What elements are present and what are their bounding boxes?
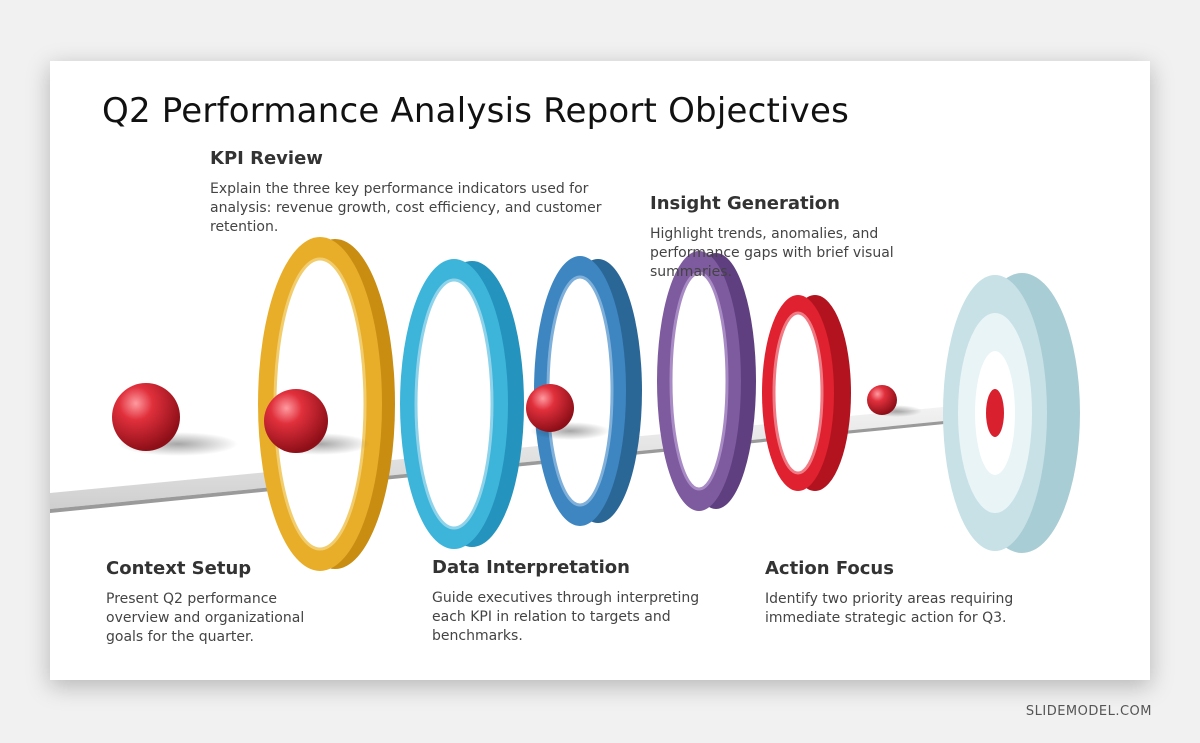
stage-1-text: Present Q2 performance overview and orga… (106, 591, 305, 645)
stage-5-heading: Action Focus (765, 558, 894, 579)
tunnel-illustration (50, 237, 1080, 571)
target-icon (943, 273, 1080, 553)
stage-3-text: Guide executives through interpreting ea… (432, 590, 700, 644)
ring-purple (657, 251, 756, 511)
stage-2-text: Explain the three key performance indica… (210, 181, 602, 235)
stage-4-heading: Insight Generation (650, 193, 840, 214)
stage-3-heading: Data Interpretation (432, 557, 630, 578)
slide: Q2 Performance Analysis Report Objective… (50, 61, 1150, 680)
sphere-3 (526, 384, 610, 440)
ring-cyan (400, 259, 524, 549)
stage-5-text: Identify two priority areas requiring im… (765, 591, 1014, 626)
ring-red (762, 295, 851, 491)
sphere-2 (264, 389, 370, 455)
stage-2-heading: KPI Review (210, 148, 323, 169)
watermark: SLIDEMODEL.COM (1025, 704, 1152, 719)
stage-1-heading: Context Setup (106, 558, 252, 579)
page-title: Q2 Performance Analysis Report Objective… (102, 91, 850, 131)
sphere-1 (112, 383, 238, 456)
sphere-4 (867, 385, 922, 417)
ring-blue (534, 256, 642, 526)
stage-4-text: Highlight trends, anomalies, and perform… (650, 226, 894, 280)
